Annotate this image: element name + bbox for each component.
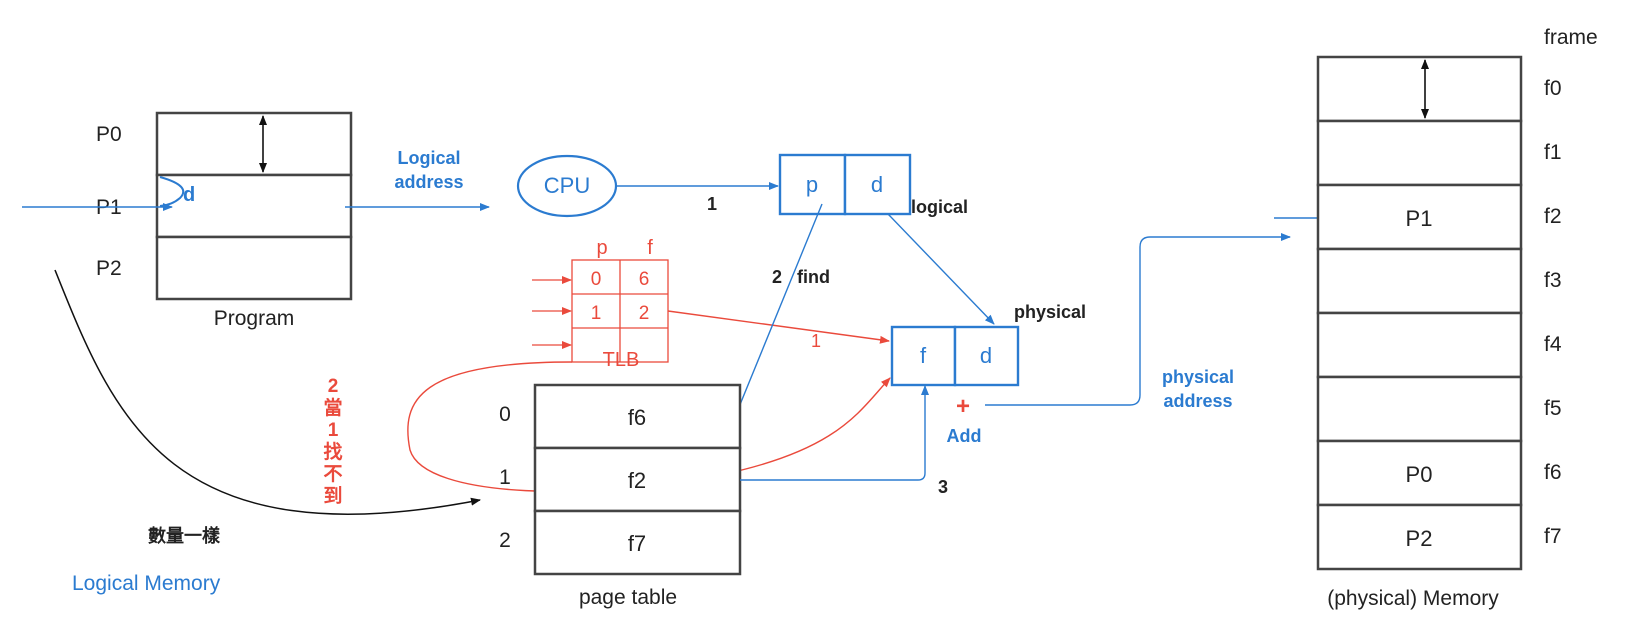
- page-table-row-2: [533, 509, 742, 576]
- tlb-hit-arrow: [667, 310, 890, 344]
- logical-memory-label: Logical Memory: [72, 572, 221, 595]
- memory-caption: (physical) Memory: [1327, 587, 1499, 610]
- frame-label-2: f2: [1544, 205, 1562, 228]
- tlb-header-f: f: [647, 237, 653, 259]
- frame-label-1: f1: [1544, 141, 1562, 164]
- memory-frame-0: [1316, 55, 1523, 123]
- physical-memory: P1 P0 P2 frame f0 f1 f2 f3 f4 f5 f6 f7 (…: [1316, 26, 1598, 610]
- tlb-header-p: p: [596, 237, 607, 259]
- program-label-p0: P0: [96, 123, 122, 146]
- add-plus: +: [956, 393, 970, 420]
- memory-frame-3: [1316, 247, 1523, 315]
- tlb-step1: 1: [811, 331, 821, 351]
- logical-label: logical: [911, 197, 968, 217]
- logical-d-cell: [843, 153, 912, 216]
- tlb-label: TLB: [603, 349, 640, 371]
- tlb-cell-1-p: 1: [591, 303, 602, 324]
- frame-header: frame: [1544, 26, 1598, 49]
- physical-address-arrow: [985, 233, 1291, 406]
- add-label: Add: [947, 426, 982, 446]
- page-table-caption: page table: [579, 586, 677, 609]
- offset-copy-arrow: [887, 213, 995, 325]
- page-table-index-1: 1: [499, 466, 511, 489]
- program-label-p2: P2: [96, 257, 122, 280]
- program-row-p0: [155, 111, 353, 177]
- memory-frame-7: [1316, 503, 1523, 571]
- same-count-arrow: [54, 269, 481, 515]
- frame-label-7: f7: [1544, 525, 1562, 548]
- logical-address-line1: Logical: [397, 148, 460, 168]
- page-table-entry-1: f2: [628, 468, 646, 493]
- tlb-miss-arrow: [407, 361, 891, 493]
- tlb-cell-0-f: 6: [639, 269, 650, 290]
- find-num: 2: [772, 267, 782, 287]
- frame-label-3: f3: [1544, 269, 1562, 292]
- memory-frame-5: [1316, 375, 1523, 443]
- offset-label: d: [183, 184, 195, 206]
- logical-d: d: [871, 172, 883, 197]
- page-table: f6 f2 f7 0 1 2 page table 3: [499, 383, 948, 609]
- cpu-block: CPU 1: [516, 154, 779, 218]
- physical-label: physical: [1014, 302, 1086, 322]
- memory-frame-6: [1316, 439, 1523, 507]
- memory-frame-2: [1316, 183, 1523, 251]
- tlb-fallback-0: 2: [328, 376, 339, 397]
- memory-frame-1: [1316, 119, 1523, 187]
- cpu-step1: 1: [707, 194, 717, 214]
- frame-label-6: f6: [1544, 461, 1562, 484]
- memory-content-6: P0: [1406, 462, 1433, 487]
- tlb-fallback-1: 當: [323, 396, 342, 419]
- find-text: find: [797, 267, 830, 287]
- physical-address-box: f d physical + Add: [890, 302, 1086, 446]
- program-row-p1: [155, 173, 353, 239]
- frame-label-4: f4: [1544, 333, 1562, 356]
- physical-address-line2: address: [1163, 391, 1232, 411]
- cpu-label: CPU: [544, 173, 590, 198]
- tlb-fallback-5: 到: [323, 485, 342, 507]
- tlb-fallback-4: 不: [323, 464, 342, 485]
- frame-label-0: f0: [1544, 77, 1562, 100]
- physical-address-line1: physical: [1162, 367, 1234, 387]
- logical-address-line2: address: [394, 172, 463, 192]
- logical-address-box: p d logical: [778, 153, 968, 217]
- program-block: d P0 P1 P2 Program Logical address Logic…: [22, 111, 490, 595]
- frame-number-arrow: [740, 385, 929, 481]
- memory-frame-4: [1316, 311, 1523, 379]
- tlb-fallback-3: 找: [323, 441, 342, 463]
- memory-content-7: P2: [1406, 526, 1433, 551]
- same-count-label: 數量一樣: [148, 525, 221, 546]
- page-table-row-1: [533, 446, 742, 513]
- page-table-step3: 3: [938, 477, 948, 497]
- page-table-index-2: 2: [499, 529, 511, 552]
- tlb-cell-0-p: 0: [591, 269, 602, 290]
- memory-content-2: P1: [1406, 206, 1433, 231]
- tlb-block: p f 0 6 1 2 TLB 1 2 當 1 找 不 到: [323, 237, 891, 507]
- page-table-entry-2: f7: [628, 531, 646, 556]
- page-table-row-0: [533, 383, 742, 450]
- logical-p: p: [806, 172, 818, 197]
- tlb-cell-1-f: 2: [639, 303, 650, 324]
- program-caption: Program: [214, 307, 295, 330]
- page-table-entry-0: f6: [628, 405, 646, 430]
- page-table-index-0: 0: [499, 403, 511, 426]
- tlb-fallback-2: 1: [328, 420, 339, 441]
- physical-d: d: [980, 343, 992, 368]
- program-row-p2: [155, 235, 353, 301]
- logical-p-cell: [778, 153, 847, 216]
- frame-label-5: f5: [1544, 397, 1562, 420]
- physical-d-cell: [953, 325, 1020, 387]
- physical-f: f: [920, 343, 927, 368]
